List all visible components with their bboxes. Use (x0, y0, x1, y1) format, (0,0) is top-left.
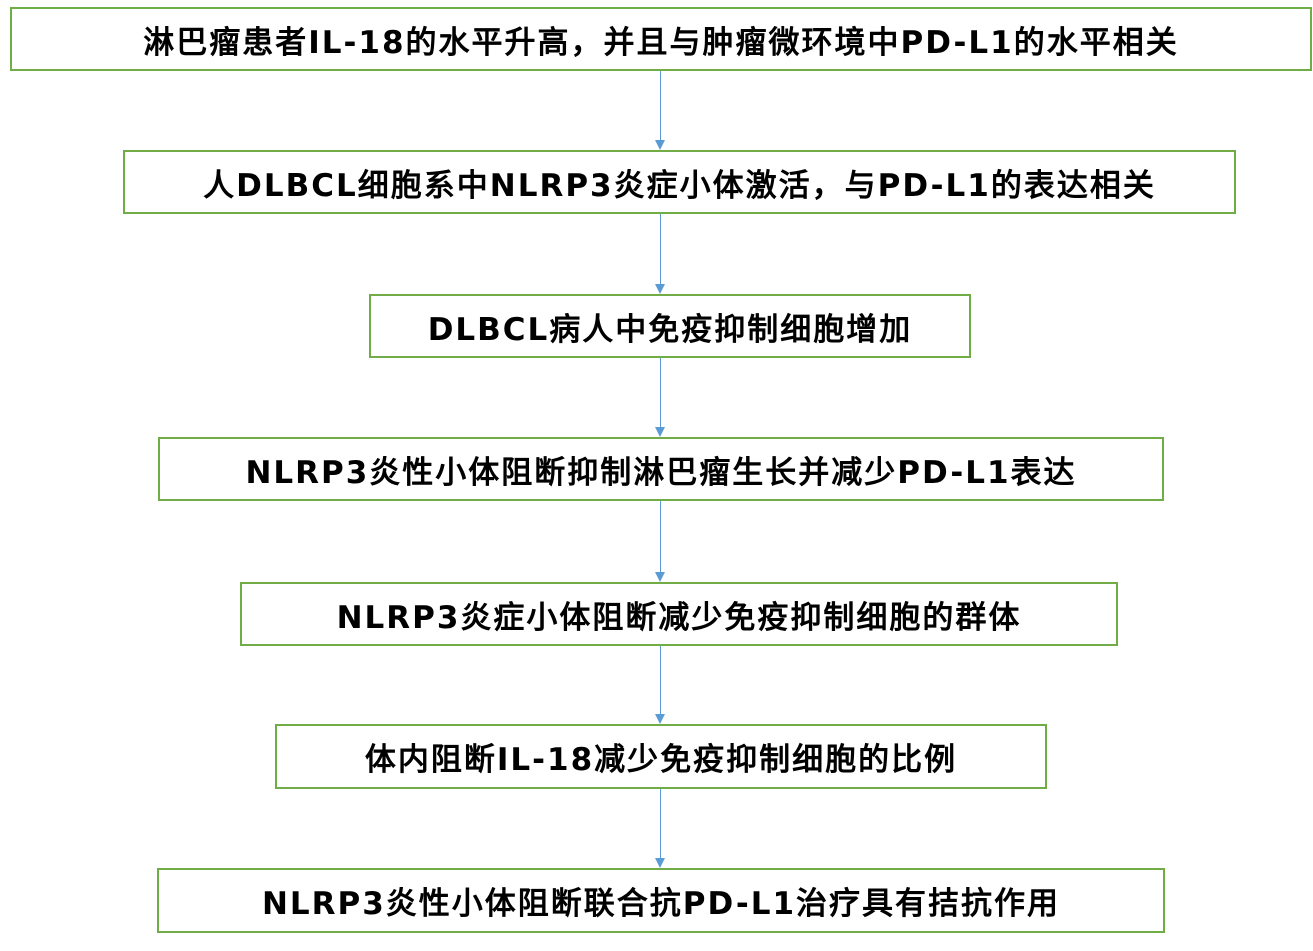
flow-step-4: NLRP3炎性小体阻断抑制淋巴瘤生长并减少PD-L1表达 (158, 437, 1164, 501)
flow-arrow-5 (655, 646, 665, 724)
flow-step-7-text: NLRP3炎性小体阻断联合抗PD-L1治疗具有拮抗作用 (261, 886, 1061, 922)
flow-step-1: 淋巴瘤患者IL-18的水平升高，并且与肿瘤微环境中PD-L1的水平相关 (10, 7, 1312, 71)
flow-arrow-4 (655, 501, 665, 582)
flow-step-2-text: 人DLBCL细胞系中NLRP3炎症小体激活，与PD-L1的表达相关 (203, 167, 1156, 204)
flow-arrow-5-line (660, 646, 661, 716)
flow-step-1-text: 淋巴瘤患者IL-18的水平升高，并且与肿瘤微环境中PD-L1的水平相关 (143, 24, 1179, 61)
flow-arrow-4-line (660, 501, 661, 574)
arrow-down-icon (655, 714, 665, 724)
flow-step-6-text: 体内阻断IL-18减少免疫抑制细胞的比例 (364, 742, 958, 778)
flow-step-4-text: NLRP3炎性小体阻断抑制淋巴瘤生长并减少PD-L1表达 (245, 454, 1077, 491)
arrow-down-icon (655, 284, 665, 294)
arrow-down-icon (655, 572, 665, 582)
flow-arrow-6-line (660, 789, 661, 860)
flow-step-7: NLRP3炎性小体阻断联合抗PD-L1治疗具有拮抗作用 (157, 868, 1165, 933)
flow-step-5-text: NLRP3炎症小体阻断减少免疫抑制细胞的群体 (336, 599, 1022, 636)
flow-arrow-1 (655, 71, 665, 150)
flow-arrow-3-line (660, 358, 661, 429)
flow-step-3: DLBCL病人中免疫抑制细胞增加 (369, 294, 971, 358)
flow-step-3-text: DLBCL病人中免疫抑制细胞增加 (427, 311, 913, 348)
arrow-down-icon (655, 427, 665, 437)
flow-arrow-2 (655, 214, 665, 294)
flow-step-5: NLRP3炎症小体阻断减少免疫抑制细胞的群体 (240, 582, 1118, 646)
flow-arrow-2-line (660, 214, 661, 286)
flow-step-2: 人DLBCL细胞系中NLRP3炎症小体激活，与PD-L1的表达相关 (123, 150, 1236, 214)
flow-arrow-3 (655, 358, 665, 437)
arrow-down-icon (655, 858, 665, 868)
flow-step-6: 体内阻断IL-18减少免疫抑制细胞的比例 (275, 724, 1047, 789)
arrow-down-icon (655, 140, 665, 150)
flow-arrow-1-line (660, 71, 661, 142)
flow-arrow-6 (655, 789, 665, 868)
